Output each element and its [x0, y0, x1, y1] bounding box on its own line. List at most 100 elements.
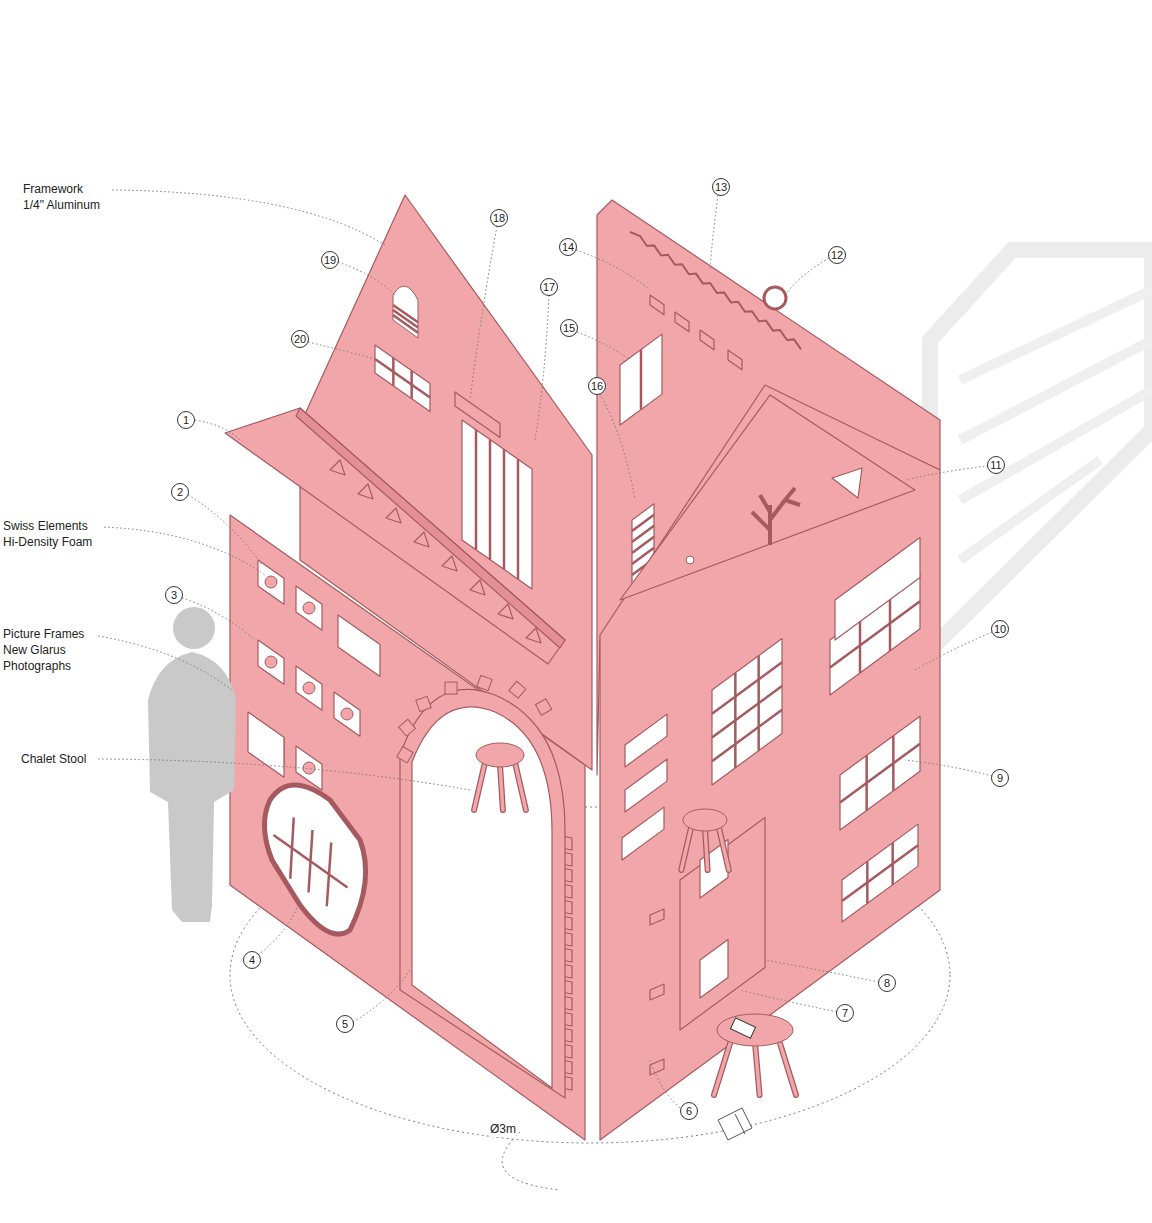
leader-line — [915, 632, 992, 670]
roof-bracket — [386, 508, 401, 523]
dimension-leader — [502, 1132, 560, 1190]
front-right-panel — [600, 385, 940, 1140]
small-bracket — [700, 330, 714, 350]
stool-leg-fill — [714, 1036, 732, 1095]
callout-number: 15 — [558, 320, 580, 336]
picture-frame — [334, 692, 360, 736]
leader-line — [650, 1060, 680, 1108]
callout-number: 11 — [985, 457, 1007, 473]
leader-line — [470, 226, 497, 400]
arch-stone — [509, 681, 526, 698]
peg-piece — [650, 909, 664, 925]
callout-number: 12 — [826, 247, 848, 263]
window-bar — [517, 459, 520, 579]
roof-bracket — [414, 532, 429, 547]
window-bar — [840, 744, 920, 803]
front-left-panel — [230, 515, 585, 1140]
material-label: Swiss Elements Hi-Density Foam — [3, 518, 103, 550]
window-frame — [338, 615, 380, 676]
callout-number: 4 — [241, 952, 263, 968]
watermark-stripe — [960, 340, 1152, 440]
window-frame — [620, 334, 662, 425]
leader-line — [338, 262, 395, 295]
small-bracket — [728, 350, 742, 370]
roof-slab-left — [225, 408, 565, 664]
window-bar — [393, 315, 418, 333]
callout-number: 20 — [289, 331, 311, 347]
peg-piece — [650, 984, 664, 1000]
roof-bracket — [498, 604, 513, 619]
window-bar — [489, 440, 492, 560]
stool-leg — [474, 760, 486, 810]
arch-stone — [535, 699, 551, 715]
material-label: Framework 1/4" Aluminum — [23, 181, 104, 213]
peg-piece — [650, 1059, 664, 1075]
stool-leg-fill — [778, 1036, 796, 1095]
watermark-stripe — [960, 390, 1152, 500]
picture-frame — [296, 586, 322, 630]
phone-object — [730, 1018, 755, 1038]
stool-leg — [714, 1036, 732, 1095]
window-frame — [840, 716, 920, 830]
roof-bracket — [526, 628, 541, 643]
callout-number: 7 — [834, 1005, 856, 1021]
window-bar — [712, 686, 782, 737]
leader-line — [905, 466, 988, 480]
roof-bracket — [470, 580, 485, 595]
material-label: Picture Frames New Glarus Photographs — [3, 626, 95, 674]
leader-line — [112, 190, 385, 245]
stool-leg-fill — [755, 1043, 760, 1095]
callout-number: 2 — [169, 484, 191, 500]
leader-line — [195, 420, 240, 440]
leader-line — [258, 900, 300, 955]
arched-window — [393, 286, 418, 338]
stool-leg-fill — [500, 765, 503, 810]
callout-number: 19 — [319, 252, 341, 268]
arch-stone — [445, 682, 457, 694]
picture-frame — [248, 712, 284, 777]
callout-number: 6 — [678, 1103, 700, 1119]
picture-frame — [835, 538, 920, 640]
window-bar — [640, 350, 643, 410]
window-frame — [375, 345, 430, 412]
leader-line — [710, 195, 718, 270]
frame-motif — [341, 708, 353, 720]
callout-number: 13 — [710, 179, 732, 195]
leader-line — [785, 258, 829, 295]
roof-bracket — [442, 556, 457, 571]
leader-line — [765, 960, 879, 982]
stool-leg — [755, 1043, 760, 1095]
stool-leg-fill — [705, 829, 708, 870]
wall-plaque — [622, 807, 664, 860]
window-bar — [503, 449, 506, 569]
stool-leg — [681, 824, 692, 870]
frame-motif — [303, 762, 315, 774]
arch-door-opening — [412, 707, 552, 1088]
small-bracket — [650, 295, 664, 315]
stool-seat — [683, 809, 727, 831]
stool-leg-fill — [474, 760, 486, 810]
callout-number: 17 — [538, 279, 560, 295]
triangle-cutout — [832, 468, 862, 498]
object-label: Chalet Stool — [21, 751, 86, 767]
stool-seat — [717, 1014, 793, 1046]
antler-cutout — [752, 488, 800, 545]
stool-seat — [476, 743, 524, 767]
callout-number: 5 — [334, 1016, 356, 1032]
watermark-stripe — [960, 460, 1100, 560]
arch-stone — [399, 719, 416, 736]
frame-motif — [303, 602, 315, 614]
leader-line — [353, 970, 410, 1022]
window-bar — [842, 845, 918, 901]
arch-stone — [397, 747, 413, 763]
window-frame — [712, 639, 782, 785]
leader-line — [188, 495, 262, 565]
wall-plaque — [625, 714, 667, 767]
leader-line — [98, 636, 232, 690]
leader-line — [308, 342, 378, 360]
callout-number: 14 — [557, 239, 579, 255]
stool-leg — [705, 829, 708, 870]
